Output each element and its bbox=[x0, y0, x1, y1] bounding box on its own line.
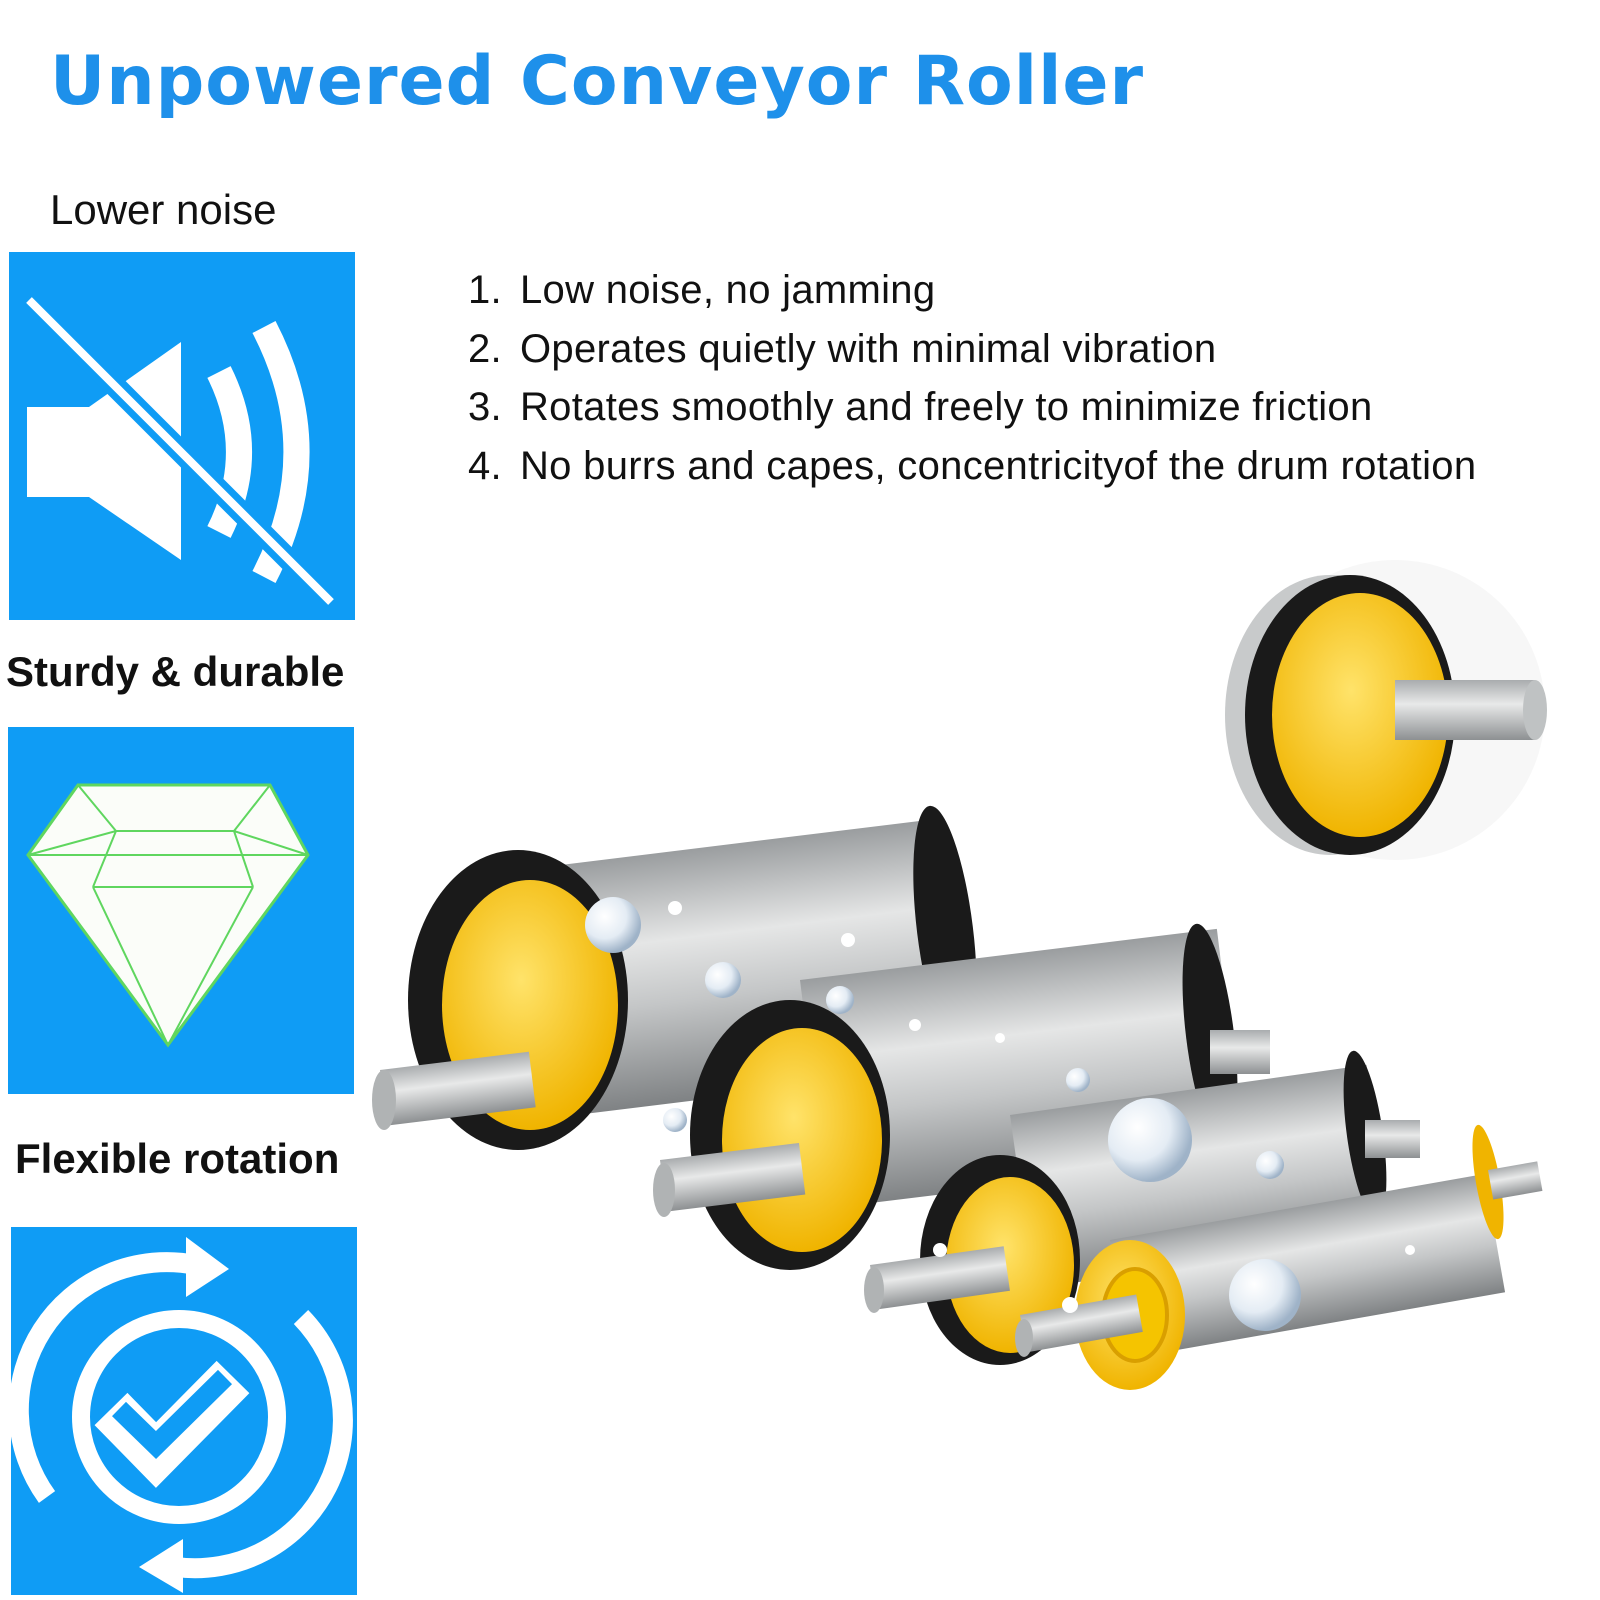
list-item: 2.Operates quietly with minimal vibratio… bbox=[468, 326, 1217, 371]
list-item: 4.No burrs and capes, concentricityof th… bbox=[468, 443, 1477, 488]
feature-list: 1.Low noise, no jamming 2.Operates quiet… bbox=[468, 268, 1476, 502]
list-item: 3.Rotates smoothly and freely to minimiz… bbox=[468, 385, 1373, 429]
list-item: 1.Low noise, no jamming bbox=[468, 268, 936, 312]
feature-label-sturdy-durable: Sturdy & durable bbox=[6, 648, 345, 695]
feature-label-lower-noise: Lower noise bbox=[50, 186, 277, 233]
muted-speaker-icon bbox=[9, 252, 355, 620]
page-title: Unpowered Conveyor Roller bbox=[50, 42, 1145, 121]
product-photo bbox=[370, 560, 1595, 1600]
feature-label-flexible-rotation: Flexible rotation bbox=[15, 1135, 340, 1182]
roller-large bbox=[372, 805, 977, 1150]
water-droplets bbox=[585, 897, 1415, 1331]
roller-thin bbox=[1015, 1124, 1543, 1390]
closeup-inset bbox=[1225, 560, 1547, 860]
rotate-check-icon bbox=[11, 1227, 357, 1595]
diamond-icon bbox=[8, 727, 354, 1094]
